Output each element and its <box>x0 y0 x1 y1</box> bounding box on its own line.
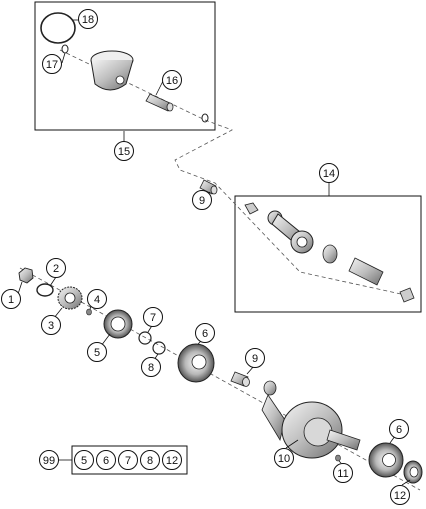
callout-c15: 15 <box>114 141 134 161</box>
needle-bearing-lower <box>230 371 250 387</box>
kit-label: 7 <box>125 455 131 467</box>
shaft-seal <box>103 309 133 339</box>
gear <box>57 286 83 310</box>
callout-c17: 17 <box>42 54 62 74</box>
callout-label: 6 <box>396 424 402 436</box>
callout-c6a: 6 <box>195 323 215 343</box>
callout-label: 1 <box>8 294 14 306</box>
kit-item-1: 6 <box>96 450 116 470</box>
kit-item-4: 12 <box>162 450 182 470</box>
callout-c3: 3 <box>41 315 61 335</box>
kit-label: 8 <box>147 455 153 467</box>
callout-label: 2 <box>53 263 59 275</box>
callout-label: 15 <box>118 146 130 158</box>
shim-7 <box>138 331 152 345</box>
main-bearing-left <box>177 343 215 383</box>
callout-c16: 16 <box>162 70 182 90</box>
woodruff-key <box>335 454 341 462</box>
circlip <box>61 44 69 54</box>
callout-label: 9 <box>252 353 258 365</box>
washer <box>36 283 54 297</box>
callout-c12: 12 <box>390 485 410 505</box>
main-bearing-right <box>368 442 404 478</box>
callout-kit: 99 <box>39 450 59 470</box>
kit-item-3: 8 <box>140 450 160 470</box>
kit-label: 12 <box>166 455 178 467</box>
callout-c8: 8 <box>141 357 161 377</box>
shim-8 <box>152 341 166 355</box>
callout-label: 6 <box>202 328 208 340</box>
shaft-seal-right <box>403 460 423 484</box>
kit-label: 6 <box>103 455 109 467</box>
callout-label: 5 <box>94 347 100 359</box>
piston <box>90 50 134 91</box>
callout-c18: 18 <box>78 9 98 29</box>
callout-label: 16 <box>166 75 178 87</box>
callout-c2: 2 <box>46 258 66 278</box>
callout-label: 8 <box>148 362 154 374</box>
piston-pin <box>145 93 174 112</box>
crankshaft <box>261 380 361 459</box>
callout-c7: 7 <box>143 307 163 327</box>
assembly-axis-line <box>59 49 411 297</box>
callout-c11: 11 <box>333 463 353 483</box>
callout-label: 3 <box>48 320 54 332</box>
key <box>86 308 92 316</box>
kit-label: 99 <box>43 455 55 467</box>
crank-axis-line <box>19 267 421 491</box>
needle-bearing-upper <box>199 179 218 195</box>
callout-c5: 5 <box>87 342 107 362</box>
callout-c4: 4 <box>87 289 107 309</box>
callout-label: 9 <box>199 195 205 207</box>
kit-box: 99 5 6 7 8 12 <box>39 445 188 475</box>
callout-c14: 14 <box>319 163 339 183</box>
connecting-rod <box>244 202 415 303</box>
kit-item-2: 7 <box>118 450 138 470</box>
callout-c9a: 9 <box>192 190 212 210</box>
piston-ring <box>40 12 76 44</box>
callout-label: 12 <box>394 490 406 502</box>
callout-c9b: 9 <box>245 348 265 368</box>
circlip-right <box>201 113 209 123</box>
callout-label: 11 <box>337 468 348 480</box>
leader-lines <box>16 19 411 486</box>
callout-label: 7 <box>150 312 156 324</box>
callout-label: 10 <box>278 453 290 465</box>
callout-label: 14 <box>323 168 335 180</box>
conrod-group-box <box>234 195 422 313</box>
callout-label: 17 <box>46 59 58 71</box>
kit-label: 5 <box>81 455 87 467</box>
kit-item-0: 5 <box>74 450 94 470</box>
callout-c6b: 6 <box>389 419 409 439</box>
callout-label: 18 <box>82 14 94 26</box>
callout-c1: 1 <box>1 289 21 309</box>
piston-group-box <box>34 1 216 131</box>
callout-c10: 10 <box>274 448 294 468</box>
callout-label: 4 <box>94 294 100 306</box>
nut <box>18 267 34 284</box>
